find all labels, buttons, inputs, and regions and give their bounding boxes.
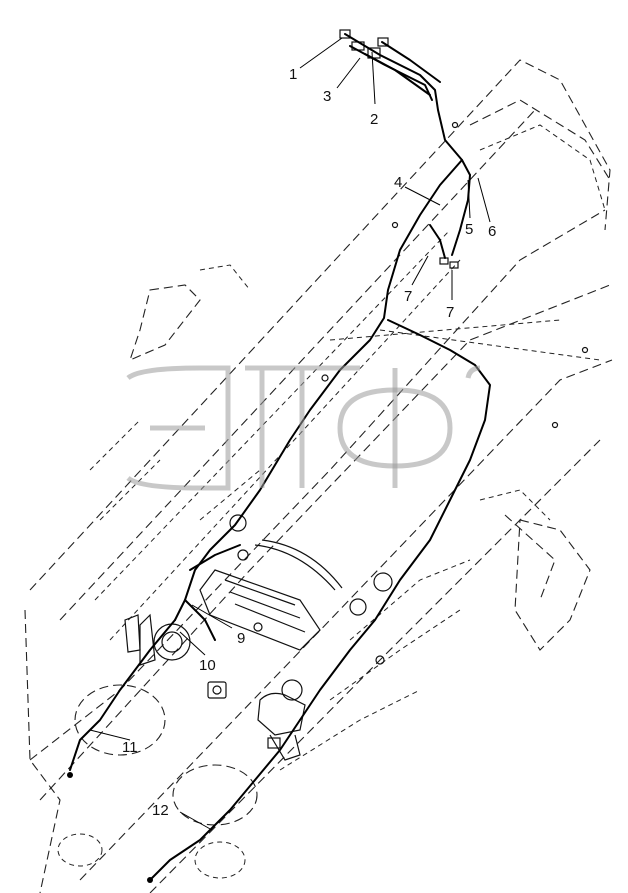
callout-1: 1 bbox=[289, 66, 297, 83]
callout-12: 12 bbox=[152, 802, 169, 819]
callout-3: 3 bbox=[323, 88, 331, 105]
callout-6: 6 bbox=[488, 223, 496, 240]
callout-7-right: 7 bbox=[446, 304, 454, 321]
callout-9: 9 bbox=[237, 630, 245, 647]
callout-labels: 1 3 2 4 5 6 7 7 9 10 11 12 bbox=[122, 66, 496, 819]
callout-4: 4 bbox=[394, 174, 402, 191]
callout-2: 2 bbox=[370, 111, 378, 128]
callout-7-left: 7 bbox=[404, 288, 412, 305]
callout-11: 11 bbox=[122, 739, 138, 756]
callout-5: 5 bbox=[465, 221, 473, 238]
leader-lines bbox=[89, 37, 491, 831]
chassis-frame bbox=[24, 59, 613, 893]
callout-10: 10 bbox=[199, 657, 216, 674]
etf-watermark-logo bbox=[126, 365, 481, 491]
wiring-harness bbox=[67, 33, 491, 883]
